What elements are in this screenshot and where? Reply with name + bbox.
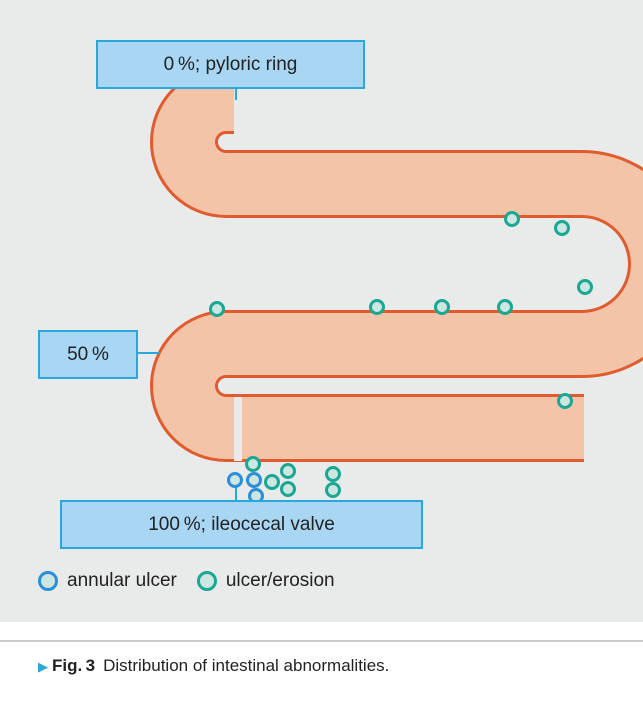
caption-label: Fig. 3 bbox=[52, 656, 96, 675]
erosion-marker bbox=[325, 466, 341, 482]
erosion-marker bbox=[557, 393, 573, 409]
erosion-marker bbox=[554, 220, 570, 236]
erosion-marker bbox=[504, 211, 520, 227]
ileocecal-opening bbox=[234, 397, 242, 461]
intestine-diagram bbox=[137, 60, 643, 504]
erosion-marker bbox=[280, 481, 296, 497]
erosion-marker bbox=[497, 299, 513, 315]
erosion-marker bbox=[280, 463, 296, 479]
figure-caption: ▶ Fig. 3 Distribution of intestinal abno… bbox=[38, 656, 389, 676]
intestine-tube bbox=[150, 66, 643, 462]
legend-label: annular ulcer bbox=[67, 570, 177, 591]
pyloric-ring-label: 0 %; pyloric ring bbox=[96, 40, 365, 89]
erosion-marker bbox=[245, 456, 261, 472]
ulcer-erosion-markers bbox=[209, 211, 593, 498]
caption-arrow-icon: ▶ bbox=[38, 659, 48, 674]
erosion-marker bbox=[369, 299, 385, 315]
annular-ulcer-legend-icon bbox=[38, 571, 58, 591]
legend-item-annular-ulcer: annular ulcer bbox=[38, 570, 177, 592]
annular-ulcer-marker bbox=[246, 472, 262, 488]
legend: annular ulcer ulcer/erosion bbox=[38, 566, 355, 596]
ulcer-erosion-legend-icon bbox=[196, 571, 217, 591]
caption-text: Distribution of intestinal abnormalities… bbox=[103, 656, 390, 675]
legend-item-ulcer-erosion: ulcer/erosion bbox=[196, 570, 335, 592]
pylorus-opening bbox=[234, 60, 242, 140]
caption-divider bbox=[0, 640, 643, 642]
midpoint-label: 50 % bbox=[38, 330, 138, 379]
erosion-marker bbox=[577, 279, 593, 295]
intestine-lumen bbox=[153, 69, 643, 459]
erosion-marker bbox=[434, 299, 450, 315]
ileocecal-valve-label: 100 %; ileocecal valve bbox=[60, 500, 423, 549]
legend-label: ulcer/erosion bbox=[225, 570, 335, 591]
erosion-marker bbox=[264, 474, 280, 490]
erosion-marker bbox=[209, 301, 225, 317]
erosion-marker bbox=[325, 482, 341, 498]
annular-ulcer-marker bbox=[227, 472, 243, 488]
annular-ulcer-markers bbox=[227, 472, 264, 504]
